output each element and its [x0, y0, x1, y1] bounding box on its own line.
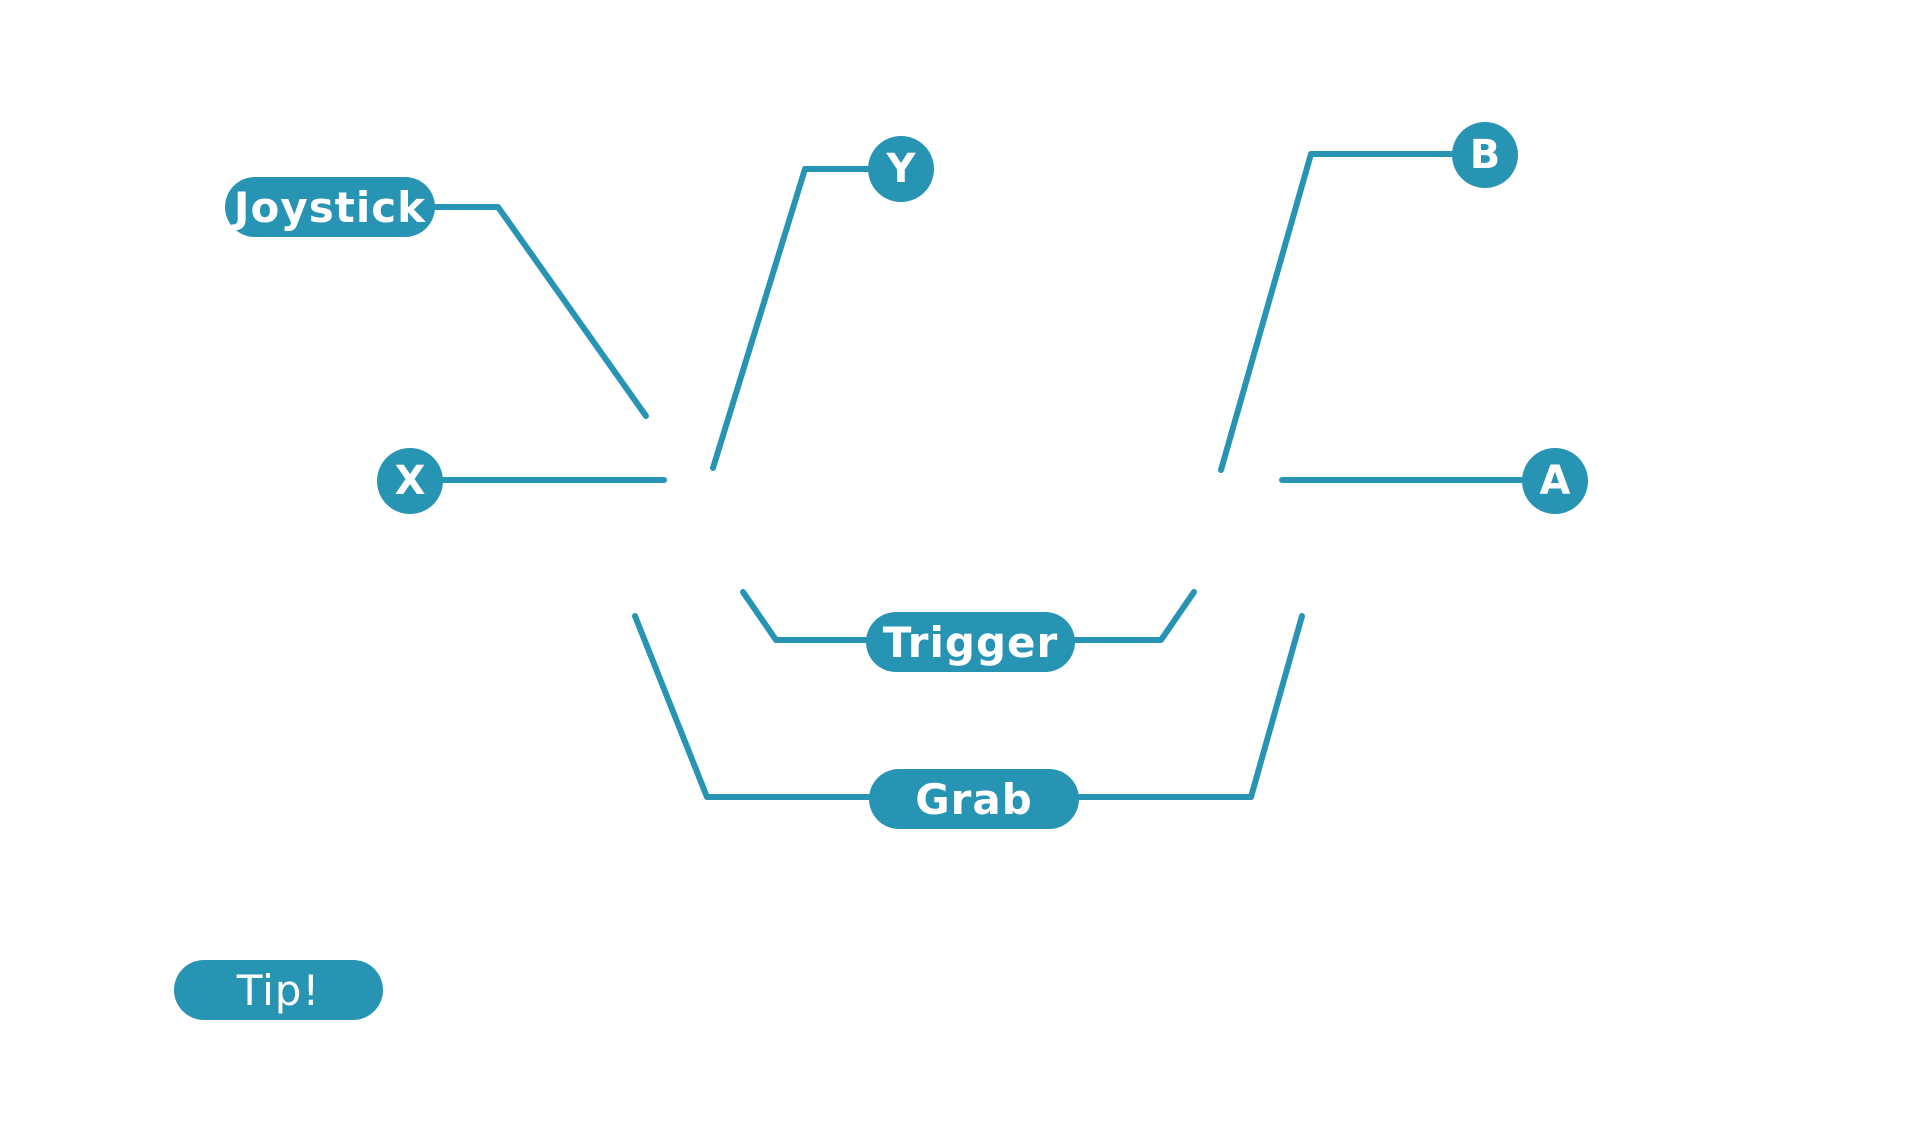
b-leader-line	[1218, 151, 1455, 473]
y-leader-line	[710, 166, 871, 471]
a-button-label[interactable]: A	[1522, 448, 1588, 514]
joystick-leader-line	[432, 204, 649, 419]
y-button-label[interactable]: Y	[868, 136, 934, 202]
trigger-label[interactable]: Trigger	[866, 612, 1075, 672]
trigger-right-leader-line	[1072, 589, 1197, 643]
x-button-label[interactable]: X	[377, 448, 443, 514]
grab-right-leader-line	[1076, 613, 1305, 800]
tip-button[interactable]: Tip!	[174, 960, 383, 1020]
joystick-label[interactable]: Joystick	[225, 177, 435, 237]
b-button-label[interactable]: B	[1452, 122, 1518, 188]
grab-label[interactable]: Grab	[869, 769, 1079, 829]
trigger-left-leader-line	[740, 589, 869, 643]
grab-left-leader-line	[632, 613, 872, 800]
